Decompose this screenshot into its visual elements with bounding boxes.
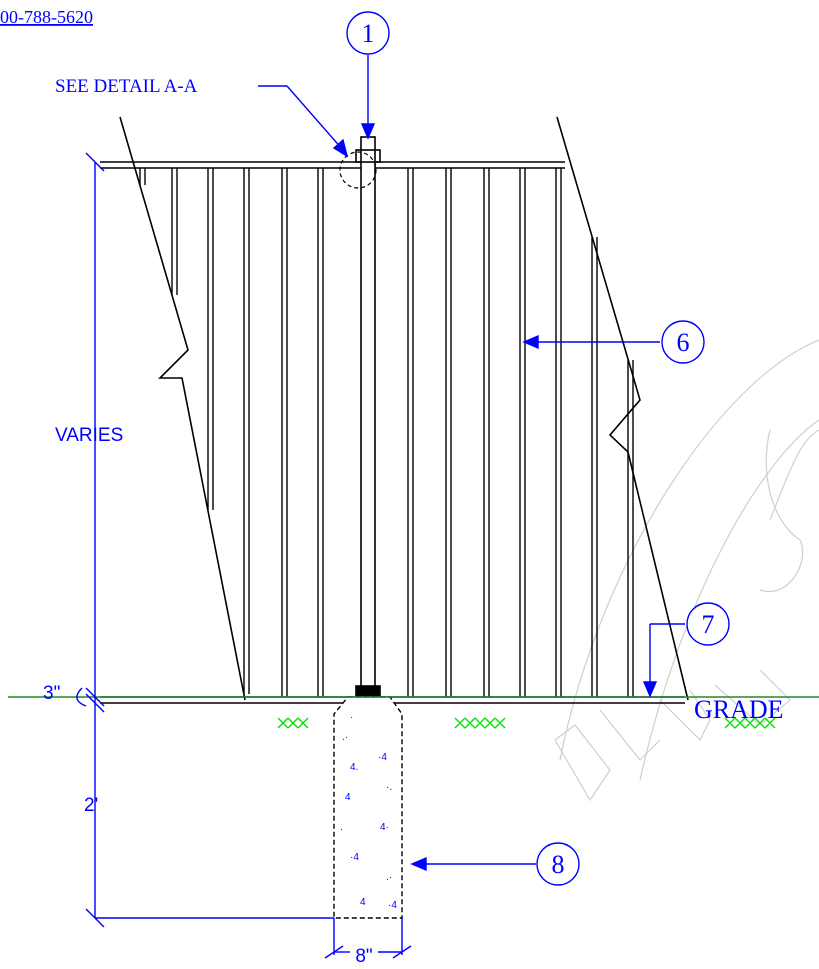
- varies-dimension-label: VARIES: [55, 425, 123, 446]
- callout-7-label: 7: [702, 610, 715, 639]
- fence-break-lines: [119, 116, 689, 701]
- svg-text:4: 4: [360, 897, 366, 908]
- fence-pickets: [139, 168, 634, 697]
- svg-text:4: 4: [345, 792, 351, 803]
- depth-2ft-label: 2': [84, 795, 98, 816]
- svg-text:4.: 4.: [350, 762, 358, 773]
- phone-number-fragment: 00-788-5620: [0, 7, 93, 27]
- svg-text:.·: .·: [386, 872, 392, 883]
- width-8in-label: 8": [355, 946, 372, 967]
- svg-text:.·: .·: [342, 732, 348, 743]
- callout-6-label: 6: [677, 328, 690, 357]
- callout-8-circle: [536, 842, 580, 886]
- dimension-lines: [76, 152, 412, 959]
- svg-text:·4: ·4: [350, 852, 359, 863]
- svg-text:.: .: [340, 822, 343, 833]
- grass-hatch: [277, 717, 776, 729]
- svg-text:·4: ·4: [388, 900, 397, 911]
- callout-7-circle: [686, 602, 730, 646]
- detail-circle: [339, 151, 377, 189]
- see-detail-label: SEE DETAIL A-A: [55, 76, 198, 97]
- svg-text:·4: ·4: [378, 752, 387, 763]
- svg-text:4·: 4·: [380, 822, 389, 833]
- callout-circles: [346, 11, 730, 886]
- watermark-logo: [554, 339, 819, 802]
- callout-8-label: 8: [552, 850, 565, 879]
- callout-1-label: 1: [362, 19, 375, 48]
- grade-label: GRADE: [694, 695, 784, 724]
- callout-1-circle: [346, 11, 390, 55]
- callout-6-circle: [661, 320, 705, 364]
- svg-text:·: ·: [350, 712, 353, 723]
- svg-text:·.: ·.: [386, 782, 392, 793]
- gap-3in-label: 3": [43, 683, 60, 704]
- leader-lines: [258, 55, 685, 872]
- concrete-footing: .· 4. ·4 ·. 4 . 4· ·4 .· 4 ·4 ·: [333, 696, 403, 919]
